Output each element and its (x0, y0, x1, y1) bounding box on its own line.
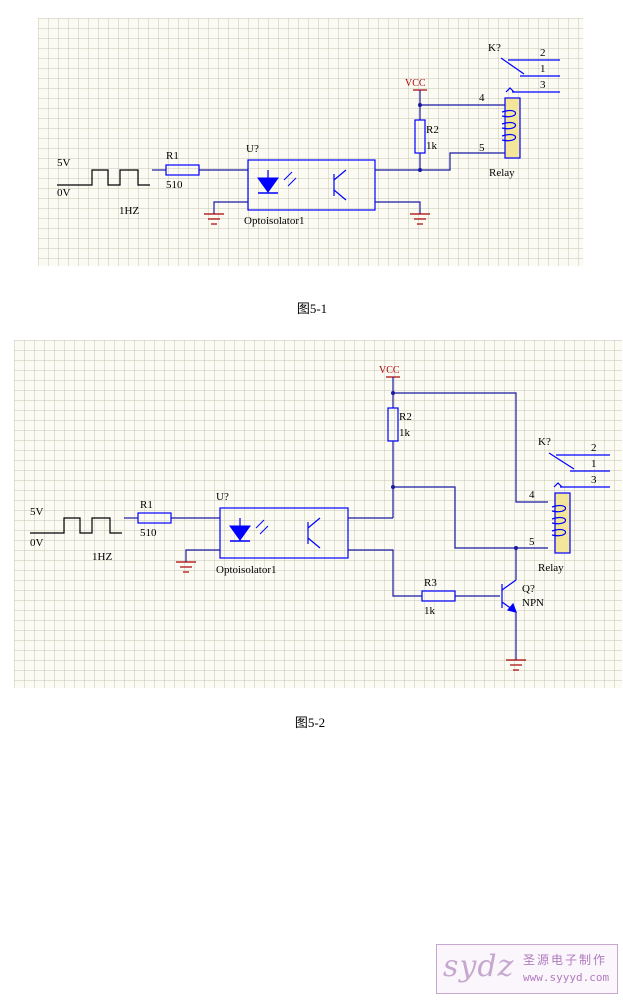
r3-value: 1k (424, 605, 436, 617)
r2-value: 1k (399, 427, 411, 439)
relay-pin-2: 2 (540, 47, 546, 59)
relay-pin-3: 3 (540, 79, 546, 91)
relay-ref: K? (538, 436, 551, 448)
opto-ref: U? (216, 491, 229, 503)
relay-pin-5: 5 (479, 142, 485, 154)
optoisolator (247, 159, 376, 211)
transistor-ref: Q? (522, 583, 535, 595)
logo-name: 圣源电子制作 (523, 953, 608, 967)
relay-pin-3: 3 (591, 474, 597, 486)
input-high-label: 5V (30, 506, 44, 518)
relay-pin-5: 5 (529, 536, 535, 548)
r3-ref: R3 (424, 577, 437, 589)
r1-value: 510 (166, 179, 183, 191)
r2-ref: R2 (399, 411, 412, 423)
r1-value: 510 (140, 527, 157, 539)
led-symbol (257, 170, 297, 194)
phototransistor-symbol (307, 517, 321, 549)
square-wave (57, 169, 150, 186)
relay-pin-4: 4 (529, 489, 535, 501)
ground-symbol (506, 659, 526, 671)
r2-value: 1k (426, 140, 438, 152)
schematic-panel-2 (14, 340, 622, 688)
ground-symbol (176, 561, 196, 573)
relay-name: Relay (489, 167, 515, 179)
opto-name: Optoisolator1 (244, 215, 305, 227)
relay-pin-1: 1 (540, 63, 546, 75)
npn-transistor (501, 579, 517, 613)
ground-symbol (410, 213, 430, 225)
r2-resistor (387, 407, 399, 442)
input-low-label: 0V (30, 537, 44, 549)
relay-name: Relay (538, 562, 564, 574)
r1-resistor (137, 512, 172, 524)
schematic-panel-1 (38, 18, 583, 266)
r2-ref: R2 (426, 124, 439, 136)
ground-symbol (204, 213, 224, 225)
figure-caption-1: 图5-1 (296, 301, 328, 316)
input-freq-label: 1HZ (119, 205, 139, 217)
square-wave (30, 517, 122, 534)
logo-url: www.syyyd.com (523, 971, 610, 984)
optoisolator (219, 507, 349, 559)
transistor-type: NPN (522, 597, 544, 609)
watermark-logo: sydz 圣源电子制作 www.syyyd.com (436, 944, 618, 994)
input-high-label: 5V (57, 157, 71, 169)
input-freq-label: 1HZ (92, 551, 112, 563)
vcc-label: VCC (379, 365, 400, 376)
relay-contacts (500, 57, 560, 93)
opto-ref: U? (246, 143, 259, 155)
input-low-label: 0V (57, 187, 71, 199)
r3-resistor (421, 590, 456, 602)
r1-ref: R1 (166, 150, 179, 162)
r1-ref: R1 (140, 499, 153, 511)
figure-caption-2: 图5-2 (294, 715, 326, 730)
relay-pin-4: 4 (479, 92, 485, 104)
relay-ref: K? (488, 42, 501, 54)
relay-pin-2: 2 (591, 442, 597, 454)
vcc-label: VCC (405, 78, 426, 89)
relay-contacts (548, 452, 610, 488)
opto-name: Optoisolator1 (216, 564, 277, 576)
logo-mark: sydz (443, 949, 515, 984)
phototransistor-symbol (333, 169, 347, 201)
relay-pin-1: 1 (591, 458, 597, 470)
led-symbol (229, 518, 269, 542)
